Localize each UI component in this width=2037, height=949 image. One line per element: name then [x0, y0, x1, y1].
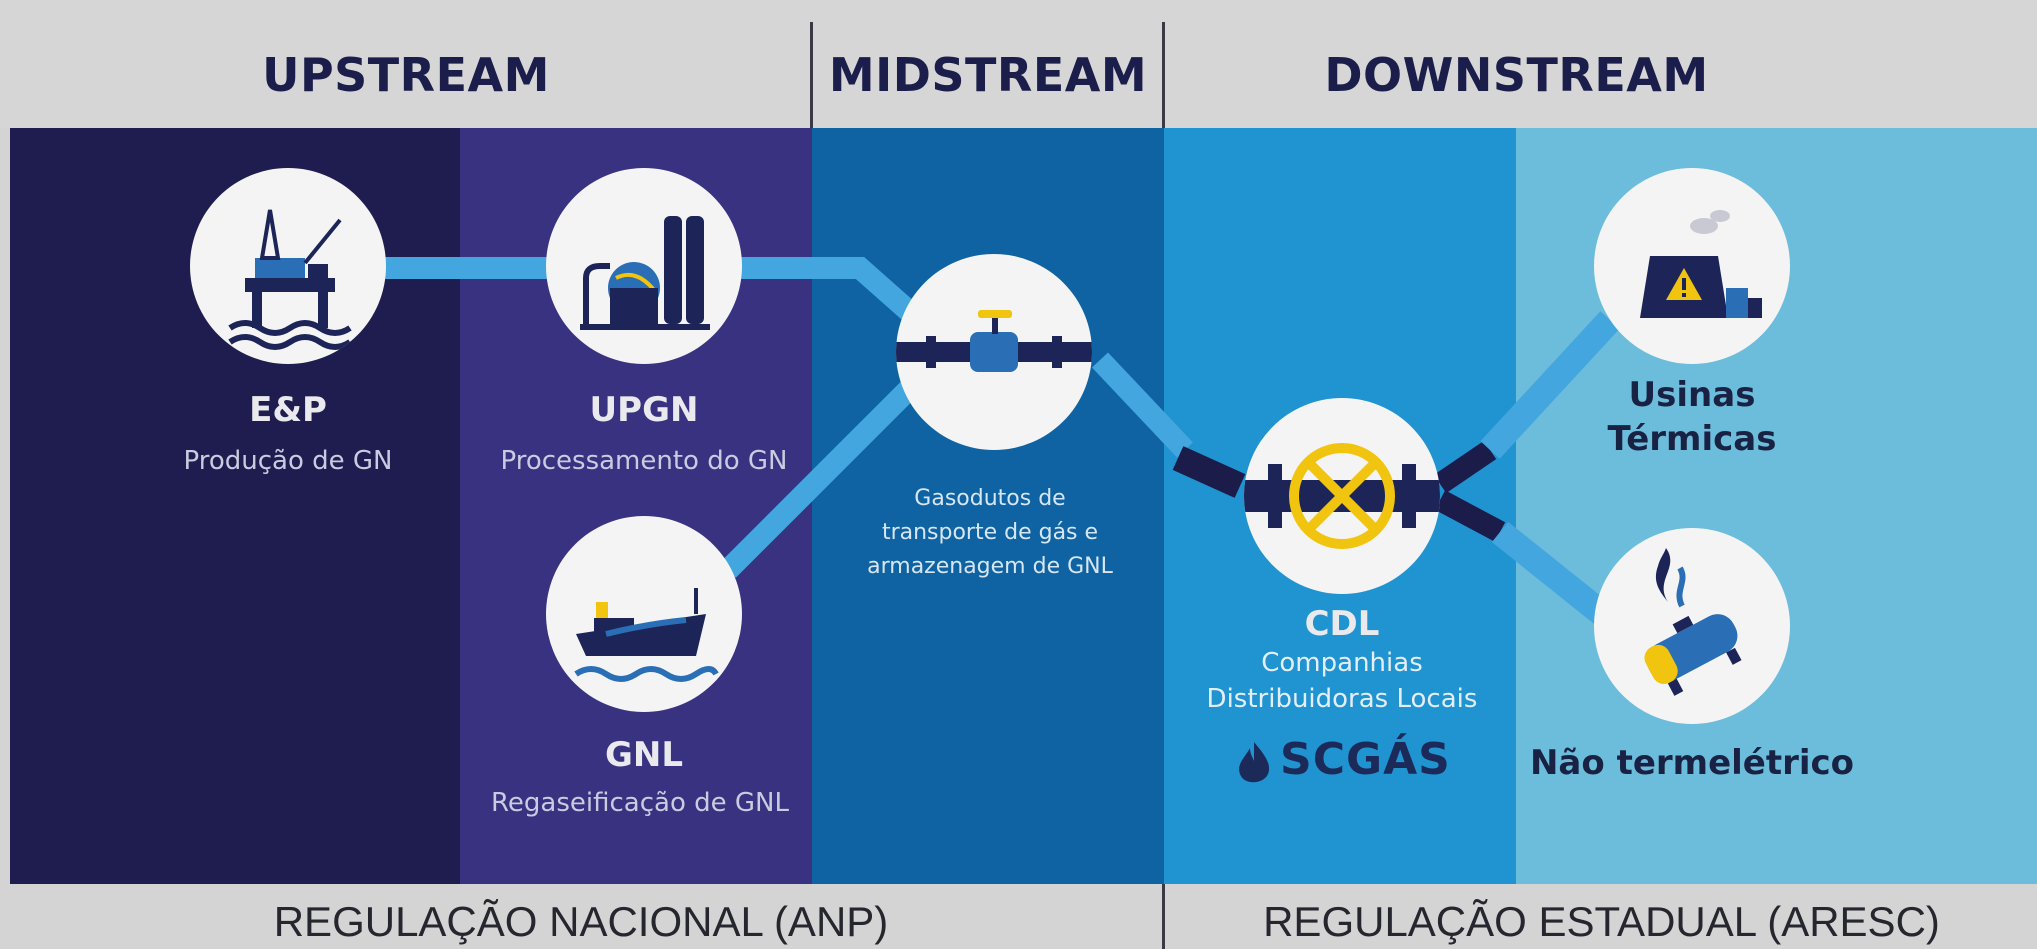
processing-plant-icon [580, 216, 710, 330]
pipe-to-nao-termo [1491, 521, 1619, 631]
upstream-title: UPSTREAM [262, 48, 550, 102]
ep-icon-circle [190, 168, 386, 364]
gas-cylinder-flame-icon [1644, 548, 1742, 696]
ep-subtitle: Produção de GN [183, 446, 393, 476]
scgas-flame-icon [1239, 742, 1270, 783]
pipe-to-usinas [1480, 311, 1620, 459]
footer-regulacao-nacional: REGULAÇÃO NACIONAL (ANP) [273, 898, 889, 945]
upgn-subtitle: Processamento do GN [500, 446, 788, 476]
offshore-platform-icon [228, 209, 352, 350]
gnl-title: GNL [604, 735, 684, 775]
pipe-midstream-cdl [1092, 352, 1193, 458]
footer-divider [1162, 884, 1165, 949]
pipe-gnl-midstream [720, 360, 938, 578]
cdl-line-1: Companhias [1261, 648, 1423, 678]
pipe-cdl-out-dark [1433, 440, 1497, 494]
gnl-icon-circle [546, 516, 742, 712]
footer-regulacao-estadual: REGULAÇÃO ESTADUAL (ARESC) [1263, 898, 1940, 945]
header-band [0, 0, 2037, 128]
gnl-subtitle: Regaseificação de GNL [491, 788, 789, 818]
pipeline-line-1: Gasodutos de [914, 486, 1066, 511]
nao-termo-icon-circle [1594, 528, 1790, 724]
usinas-line-2: Térmicas [1607, 419, 1777, 459]
header-divider-left [810, 22, 813, 128]
cdl-title: CDL [1304, 604, 1380, 644]
cdl-line-2: Distribuidoras Locais [1206, 684, 1478, 714]
cdl-icon-circle [1244, 398, 1440, 594]
pipeline-line-2: transporte de gás e [881, 520, 1099, 545]
nao-termo-title: Não termelétrico [1529, 743, 1855, 783]
midstream-title: MIDSTREAM [828, 48, 1148, 102]
thermal-power-plant-icon [1640, 210, 1762, 318]
scgas-logo: SCGÁS [1280, 734, 1451, 785]
usinas-line-1: Usinas [1628, 375, 1756, 415]
upgn-title: UPGN [589, 390, 699, 430]
header-divider-right [1162, 22, 1165, 128]
distribution-valve-icon [1244, 443, 1440, 549]
pipeline-icon-circle [896, 254, 1092, 450]
usinas-icon-circle [1594, 168, 1790, 364]
pipe-cdl-in-dark [1172, 446, 1246, 498]
ep-title: E&P [249, 390, 327, 430]
upgn-icon-circle [546, 168, 742, 364]
pipe-cdl-out-dark-2 [1434, 490, 1506, 542]
pipeline-line-3: armazenagem de GNL [867, 554, 1113, 579]
downstream-title: DOWNSTREAM [1324, 48, 1709, 102]
pipeline-valve-icon [896, 310, 1092, 372]
lng-tanker-ship-icon [574, 588, 719, 682]
